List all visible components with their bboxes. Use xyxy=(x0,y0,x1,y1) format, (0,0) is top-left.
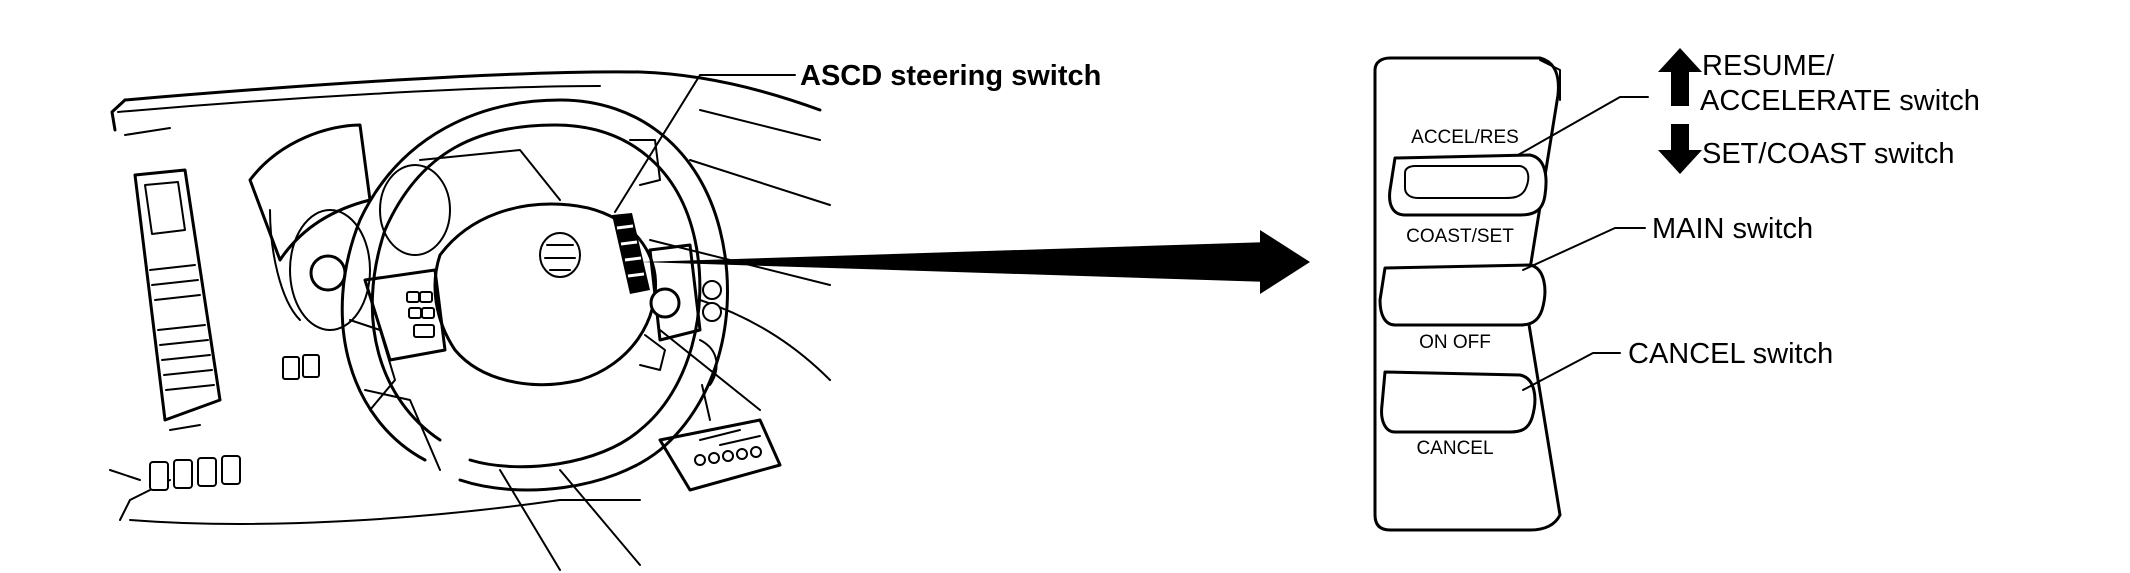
panel-label-coast-set: COAST/SET xyxy=(1406,226,1514,247)
main-switch-callout: MAIN switch xyxy=(1652,213,1813,245)
steering-switch-leader xyxy=(614,74,796,213)
panel-label-cancel: CANCEL xyxy=(1416,438,1493,459)
steering-switch-callout: ASCD steering switch xyxy=(800,60,1101,92)
arrow-down-icon xyxy=(1658,124,1702,174)
dashboard-illustration xyxy=(109,70,831,571)
resume-callout-line1: RESUME/ xyxy=(1702,50,1835,82)
accel-res-button[interactable] xyxy=(1388,153,1548,217)
arrow-right-icon xyxy=(640,230,1310,294)
cancel-switch-callout: CANCEL switch xyxy=(1628,338,1833,370)
ascd-switch-on-wheel xyxy=(612,213,650,294)
cancel-button[interactable] xyxy=(1380,370,1537,434)
arrow-up-icon xyxy=(1658,48,1702,106)
resume-callout-line2: ACCELERATE switch xyxy=(1700,85,1980,117)
set-coast-callout: SET/COAST switch xyxy=(1702,138,1954,170)
panel-label-accel-res: ACCEL/RES xyxy=(1411,127,1519,148)
switch-panel: ACCEL/RES COAST/SET ON OFF CANCEL xyxy=(1373,56,1649,532)
main-button[interactable] xyxy=(1378,263,1547,327)
panel-label-on-off: ON OFF xyxy=(1419,332,1491,353)
